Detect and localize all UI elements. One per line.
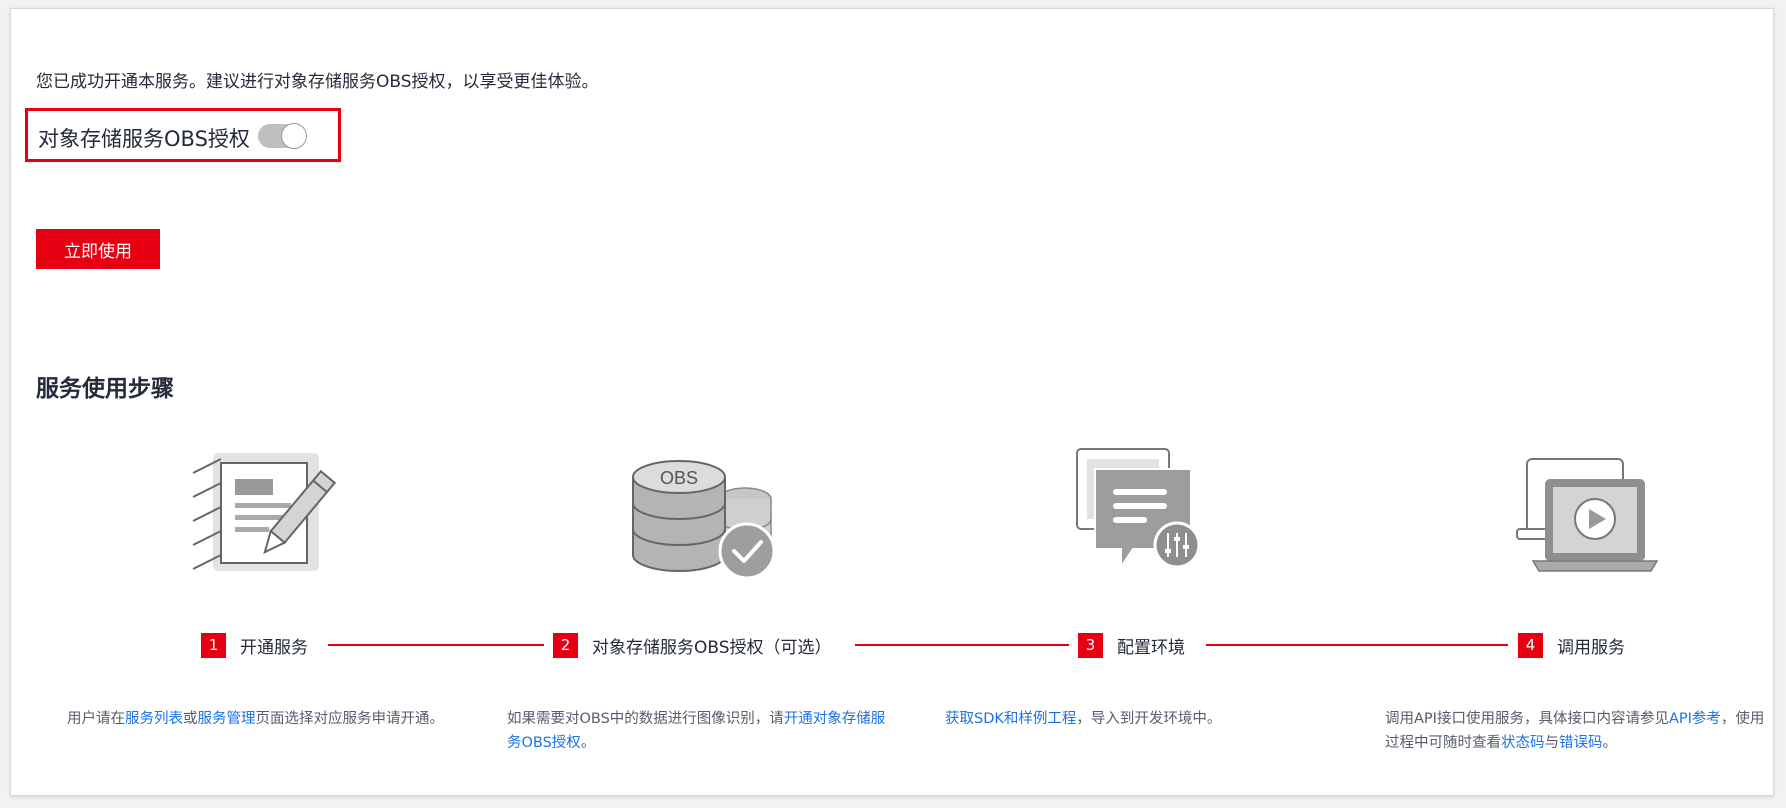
service-panel: 您已成功开通本服务。建议进行对象存储服务OBS授权，以享受更佳体验。 对象存储服… xyxy=(10,8,1774,796)
desc-text: 与 xyxy=(1544,735,1560,751)
desc-text: ，导入到开发环境中。 xyxy=(1076,711,1222,727)
service-list-link[interactable]: 服务列表 xyxy=(125,711,183,727)
step-connector xyxy=(1206,644,1508,646)
config-chat-sliders-icon xyxy=(1076,448,1201,571)
use-now-button[interactable]: 立即使用 xyxy=(36,229,160,269)
step-4-desc: 调用API接口使用服务，具体接口内容请参见API参考，使用过程中可随时查看状态码… xyxy=(1385,707,1765,755)
sdk-sample-link[interactable]: 获取SDK和样例工程 xyxy=(945,711,1077,727)
desc-text: 。 xyxy=(1602,735,1618,751)
obs-auth-label: 对象存储服务OBS授权 xyxy=(38,127,250,151)
error-code-link[interactable]: 错误码 xyxy=(1559,735,1603,751)
step-connector xyxy=(328,644,544,646)
steps-title: 服务使用步骤 xyxy=(36,376,174,402)
desc-text: ，使用过程中可随时查看 xyxy=(1385,711,1765,751)
step-3-head: 3 配置环境 xyxy=(1078,631,1185,659)
step-1-desc: 用户请在服务列表或服务管理页面选择对应服务申请开通。 xyxy=(67,707,447,731)
obs-auth-toggle[interactable] xyxy=(258,123,307,149)
obs-auth-highlight-box: 对象存储服务OBS授权 xyxy=(25,108,341,162)
desc-text: 如果需要对OBS中的数据进行图像识别，请 xyxy=(507,711,784,727)
desc-text: 用户请在 xyxy=(67,711,125,727)
step-number: 2 xyxy=(553,632,578,658)
step-label: 开通服务 xyxy=(240,637,308,658)
document-pencil-icon xyxy=(192,453,337,571)
step-label: 调用服务 xyxy=(1557,637,1625,658)
step-2-desc: 如果需要对OBS中的数据进行图像识别，请开通对象存储服务OBS授权。 xyxy=(507,707,887,755)
step-number: 1 xyxy=(201,632,226,658)
step-1-head: 1 开通服务 xyxy=(201,631,308,659)
service-management-link[interactable]: 服务管理 xyxy=(197,711,256,727)
laptop-video-play-icon xyxy=(1516,458,1659,572)
step-number: 4 xyxy=(1518,632,1543,658)
obs-authorization-link[interactable]: 开通对象存储服务OBS授权 xyxy=(507,711,886,751)
api-reference-link[interactable]: API参考 xyxy=(1668,711,1721,727)
desc-text: 。 xyxy=(580,735,596,751)
success-notice: 您已成功开通本服务。建议进行对象存储服务OBS授权，以享受更佳体验。 xyxy=(36,72,599,92)
step-number: 3 xyxy=(1078,632,1103,658)
step-label: 对象存储服务OBS授权（可选） xyxy=(592,637,832,658)
desc-text: 调用API接口使用服务，具体接口内容请参见 xyxy=(1385,711,1669,727)
step-label: 配置环境 xyxy=(1117,637,1185,658)
obs-database-check-icon: OBS xyxy=(632,460,776,580)
step-2-head: 2 对象存储服务OBS授权（可选） xyxy=(553,631,832,659)
status-code-link[interactable]: 状态码 xyxy=(1501,735,1545,751)
step-3-desc: 获取SDK和样例工程，导入到开发环境中。 xyxy=(945,707,1345,731)
toggle-knob xyxy=(281,123,307,149)
step-4-head: 4 调用服务 xyxy=(1518,631,1625,659)
step-connector xyxy=(855,644,1069,646)
obs-icon-text: OBS xyxy=(660,468,698,488)
desc-text: 页面选择对应服务申请开通。 xyxy=(255,711,445,727)
desc-text: 或 xyxy=(183,711,198,727)
